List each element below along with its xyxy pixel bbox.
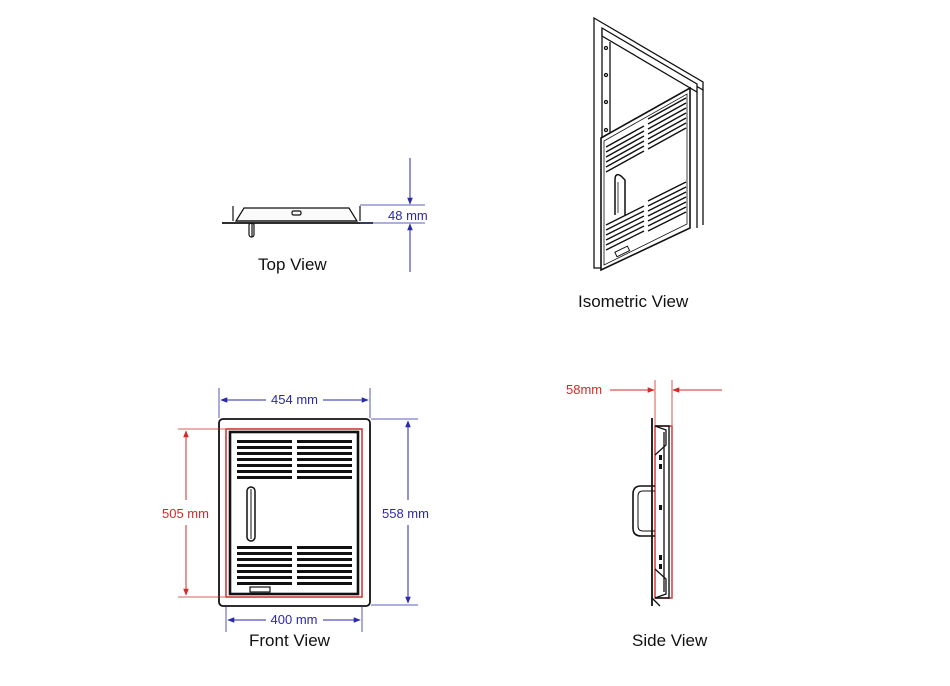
front-view: 454 mm 400 mm 558 mm 505 mm Front View [162,388,429,650]
front-view-inner-height-label: 505 mm [162,506,209,521]
top-view-depth-label: 48 mm [388,208,428,223]
side-view-drawing [632,418,673,607]
top-view-caption: Top View [258,255,327,274]
front-view-caption: Front View [249,631,331,650]
top-view-dimension: 48 mm [360,158,428,272]
isometric-view: Isometric View [578,16,704,311]
side-view: 58mm Side View [566,380,722,650]
isometric-view-drawing [593,16,704,272]
isometric-view-caption: Isometric View [578,292,689,311]
front-view-outer-width-label: 454 mm [271,392,318,407]
front-view-inner-width-label: 400 mm [271,612,318,627]
side-view-caption: Side View [632,631,708,650]
front-view-outer-height-label: 558 mm [382,506,429,521]
front-view-drawing [218,418,371,607]
side-view-depth-label: 58mm [566,382,602,397]
side-view-dimension: 58mm [566,380,722,425]
top-view-drawing [222,206,373,238]
top-view: 48 mm Top View [222,158,428,274]
front-view-dimensions: 454 mm 400 mm 558 mm 505 mm [162,388,429,632]
